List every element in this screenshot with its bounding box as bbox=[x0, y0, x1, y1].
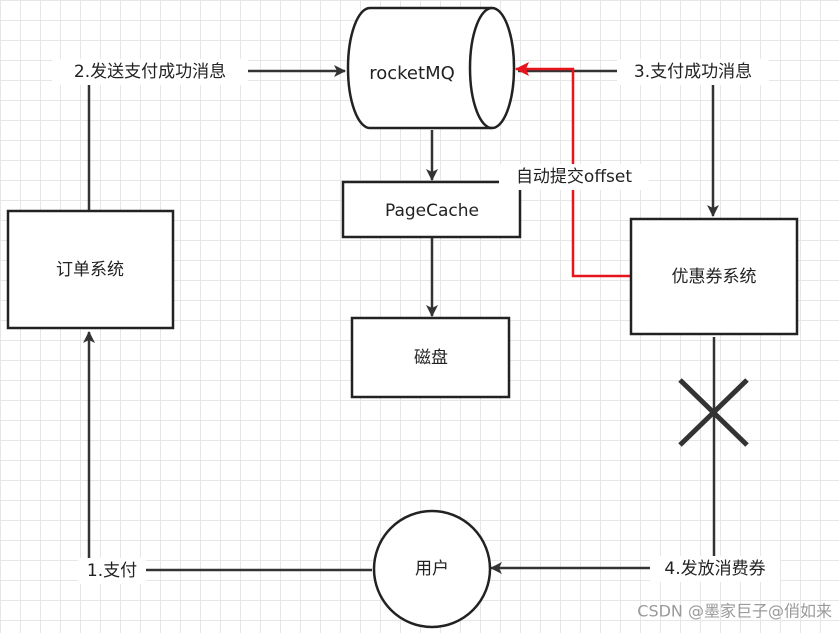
user-label: 用户 bbox=[415, 559, 449, 579]
disk-label: 磁盘 bbox=[414, 348, 448, 368]
user-node: 用户 bbox=[372, 509, 492, 629]
rocketmq-node: rocketMQ bbox=[346, 6, 516, 130]
order-system-label: 订单系统 bbox=[56, 260, 124, 280]
coupon-system-label: 优惠券系统 bbox=[672, 267, 757, 287]
label-pay: 1.支付 bbox=[87, 561, 137, 581]
label-issue-coupon: 4.发放消费券 bbox=[664, 559, 765, 579]
edge-send-success-msg bbox=[87, 65, 346, 210]
edge-pay bbox=[83, 331, 372, 572]
order-system-node: 订单系统 bbox=[6, 209, 175, 330]
watermark: CSDN @墨家巨子@俏如来 bbox=[637, 602, 832, 621]
label-auto-commit-offset: 自动提交offset bbox=[516, 167, 632, 187]
edge-issue-coupon bbox=[490, 337, 716, 574]
rocketmq-label: rocketMQ bbox=[369, 63, 455, 84]
disk-node: 磁盘 bbox=[350, 316, 511, 399]
failure-cross-mark bbox=[678, 378, 749, 447]
pagecache-label: PageCache bbox=[385, 201, 479, 221]
label-pay-success-msg: 3.支付成功消息 bbox=[634, 62, 752, 82]
label-send-success-msg: 2.发送支付成功消息 bbox=[74, 62, 226, 82]
pagecache-node: PageCache bbox=[341, 180, 522, 239]
coupon-system-node: 优惠券系统 bbox=[629, 217, 799, 336]
edge-pay-success-msg bbox=[518, 69, 719, 217]
